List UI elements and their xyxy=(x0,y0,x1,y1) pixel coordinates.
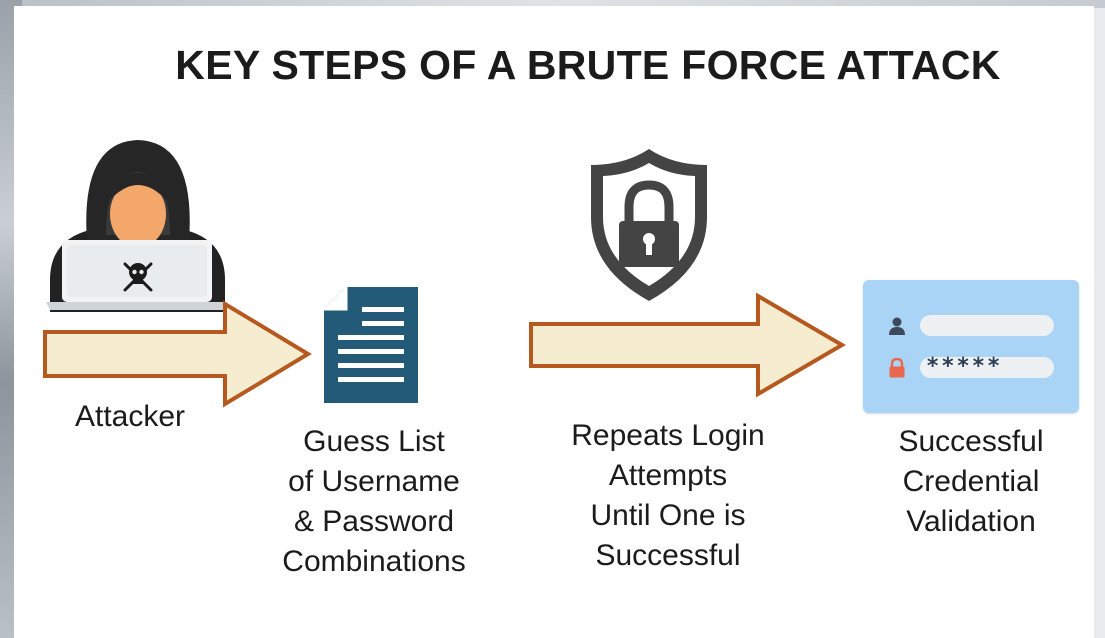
password-mask: ***** xyxy=(926,354,1003,379)
shield-lock-icon xyxy=(591,149,707,301)
username-field xyxy=(920,315,1054,336)
login-form-panel: ***** xyxy=(863,280,1079,413)
lock-icon xyxy=(889,358,905,378)
step-label-repeats-login: Repeats Login Attempts Until One is Succ… xyxy=(571,419,765,572)
skull-and-crossbones-icon xyxy=(123,262,153,292)
step-label-attacker: Attacker xyxy=(74,400,186,433)
arrow-attempts-to-validation xyxy=(529,292,846,398)
arrow-attacker-to-list xyxy=(43,300,312,408)
background-top xyxy=(0,0,1105,8)
diagram-title: KEY STEPS OF A BRUTE FORCE ATTACK xyxy=(175,42,1001,88)
document-icon xyxy=(324,287,418,403)
step-label-successful-validation: Successful Credential Validation xyxy=(898,425,1044,538)
step-label-guess-list: Guess List of Username & Password Combin… xyxy=(282,425,466,578)
hooded-hacker-icon xyxy=(46,140,228,312)
password-field: ***** xyxy=(920,354,1054,379)
user-icon xyxy=(889,317,905,335)
